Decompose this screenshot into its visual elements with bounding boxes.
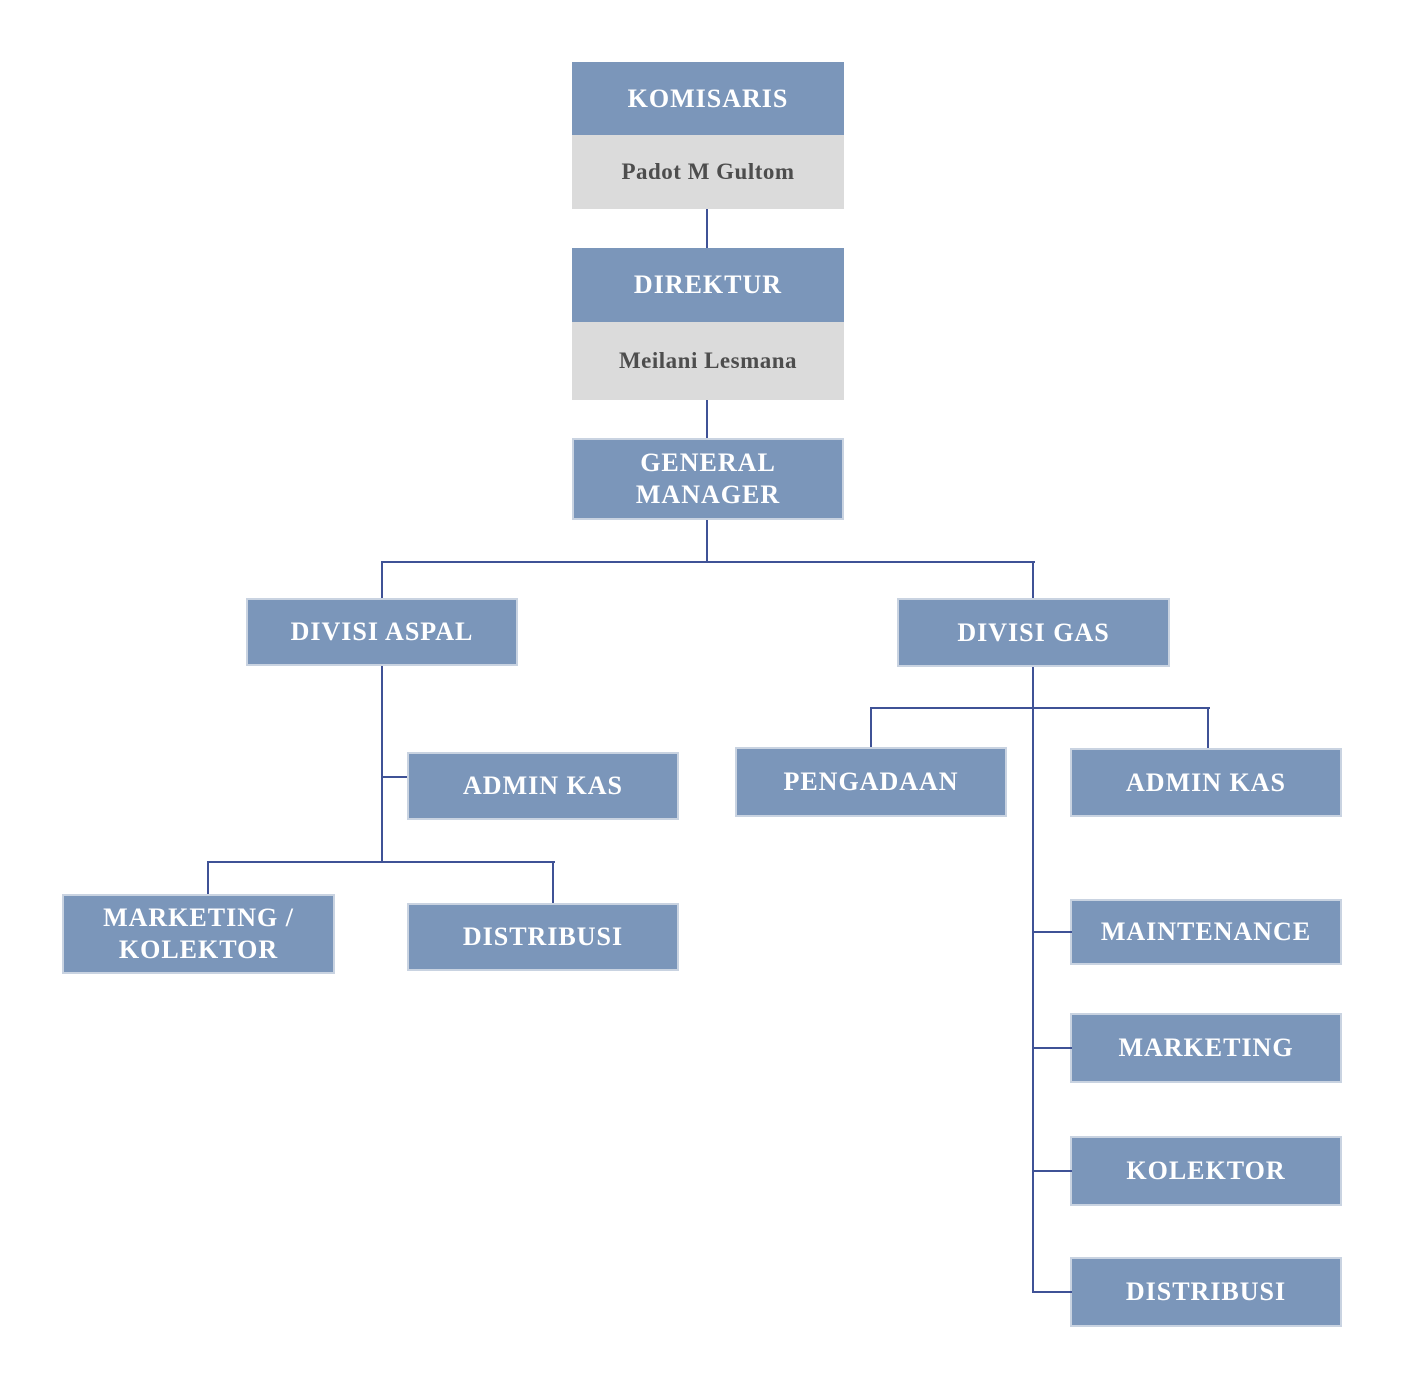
node-aspal-distribusi: DISTRIBUSI xyxy=(407,903,679,971)
connector-aspal-spine xyxy=(381,666,383,863)
node-gas-kolektor: KOLEKTOR xyxy=(1070,1136,1342,1206)
node-divisi-aspal: DIVISI ASPAL xyxy=(246,598,518,666)
connector-drop-marketing-kolektor xyxy=(207,861,209,894)
connector-gas-upper-bar xyxy=(870,707,1210,709)
node-direktur-title: DIREKTUR xyxy=(572,248,844,322)
node-komisaris-person: Padot M Gultom xyxy=(572,135,844,209)
connector-branch-gas-distribusi xyxy=(1032,1291,1072,1293)
connector-drop-divisi-aspal xyxy=(381,561,383,598)
connector-drop-gas-admin-kas xyxy=(1207,707,1209,748)
connector-split-bar xyxy=(381,561,1035,563)
connector-drop-aspal-distribusi xyxy=(552,861,554,903)
connector-drop-divisi-gas xyxy=(1032,561,1034,598)
node-gas-admin-kas: ADMIN KAS xyxy=(1070,748,1342,817)
node-komisaris-title: KOMISARIS xyxy=(572,62,844,135)
connector-branch-marketing xyxy=(1032,1047,1072,1049)
node-komisaris: KOMISARIS Padot M Gultom xyxy=(572,62,844,209)
node-gas-marketing: MARKETING xyxy=(1070,1013,1342,1083)
connector-aspal-branch-admin-kas xyxy=(381,776,407,778)
connector-direktur-gm xyxy=(706,400,708,438)
connector-branch-maintenance xyxy=(1032,931,1072,933)
node-divisi-gas: DIVISI GAS xyxy=(897,598,1170,667)
connector-branch-kolektor xyxy=(1032,1170,1072,1172)
connector-komisaris-direktur xyxy=(706,209,708,248)
node-gas-pengadaan: PENGADAAN xyxy=(735,747,1007,817)
node-general-manager: GENERAL MANAGER xyxy=(572,438,844,520)
node-aspal-marketing-kolektor: MARKETING / KOLEKTOR xyxy=(62,894,335,974)
node-gas-distribusi: DISTRIBUSI xyxy=(1070,1257,1342,1327)
connector-gas-spine xyxy=(1032,667,1034,1293)
connector-gm-stem xyxy=(706,520,708,562)
node-aspal-admin-kas: ADMIN KAS xyxy=(407,752,679,820)
node-direktur-person: Meilani Lesmana xyxy=(572,322,844,400)
node-direktur: DIREKTUR Meilani Lesmana xyxy=(572,248,844,400)
connector-drop-pengadaan xyxy=(870,707,872,747)
node-gas-maintenance: MAINTENANCE xyxy=(1070,899,1342,965)
connector-aspal-lower-bar xyxy=(207,861,555,863)
